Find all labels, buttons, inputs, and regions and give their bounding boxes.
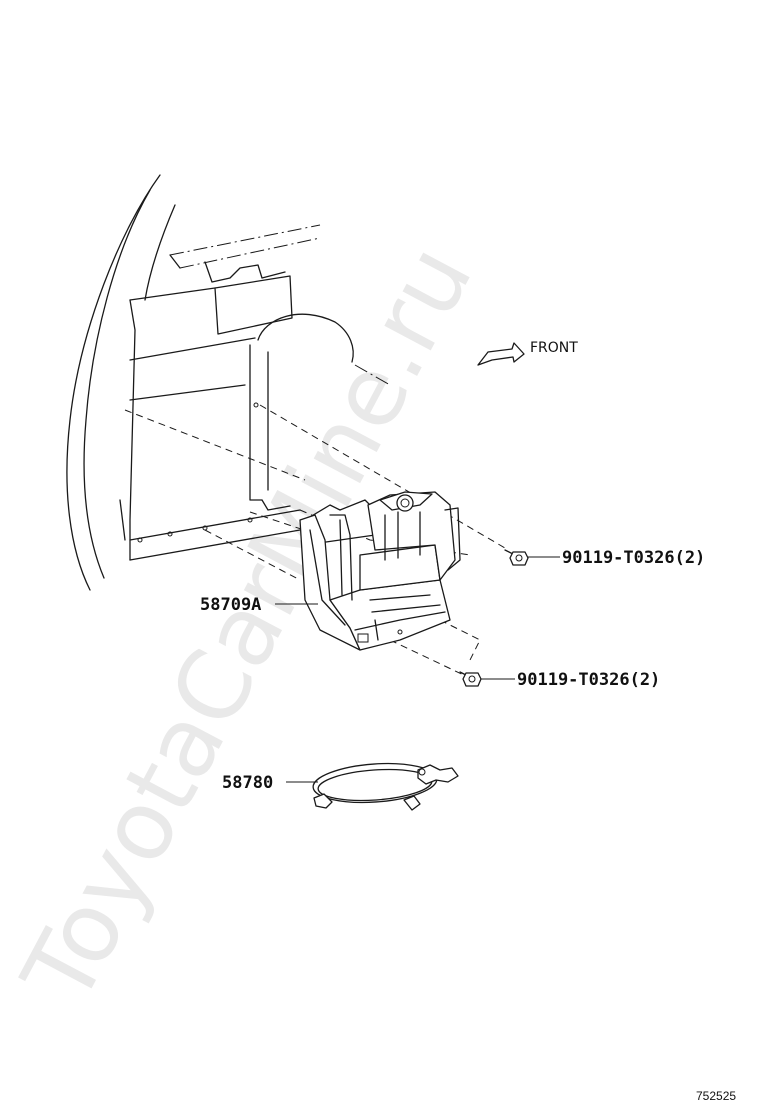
- part-label-bolt-upper: 90119-T0326(2): [562, 548, 705, 568]
- battery-clamp: [312, 762, 459, 811]
- front-arrow-icon: [477, 342, 525, 366]
- diagram-ref-number: 752525: [696, 1089, 736, 1103]
- front-label: FRONT: [530, 340, 578, 356]
- battery-tray: [299, 491, 461, 651]
- part-label-58780: 58780: [222, 773, 273, 793]
- vehicle-body-outline: [66, 174, 391, 591]
- rear-pillar: [249, 313, 354, 511]
- part-label-bolt-lower: 90119-T0326(2): [517, 670, 660, 690]
- leader-lines: [275, 556, 560, 783]
- part-label-58709a: 58709A: [200, 595, 261, 615]
- bolt-lower: [459, 671, 482, 687]
- bolt-upper: [504, 549, 529, 566]
